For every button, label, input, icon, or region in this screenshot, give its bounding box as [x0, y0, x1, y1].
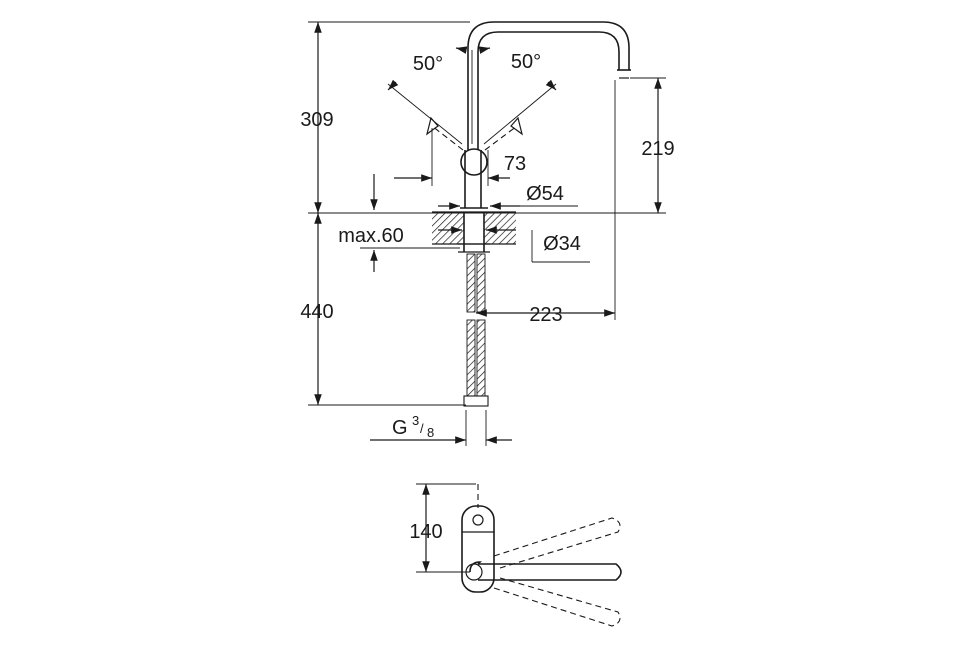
dim-thread-den: 8 [427, 425, 434, 440]
dim-thread-main: G [392, 417, 408, 439]
countertop-section [432, 211, 516, 253]
dim-max-thickness: max.60 [338, 225, 404, 247]
dimension-labels: 309 440 219 223 73 Ø54 Ø34 max.60 50° 50… [300, 51, 674, 543]
faucet-side-view [426, 21, 631, 209]
dim-angle-right: 50° [511, 51, 541, 73]
dim-diameter-base: Ø54 [526, 183, 564, 205]
thread-slash: / [420, 421, 424, 436]
handle-knob [460, 148, 488, 176]
dim-reach: 223 [529, 304, 562, 326]
dim-diameter-hole: Ø34 [543, 233, 581, 255]
dim-height-bottom: 440 [300, 301, 333, 323]
dim-handle-offset: 73 [504, 153, 526, 175]
dim-thread-num: 3 [412, 413, 419, 428]
dim-spout-height: 219 [641, 138, 674, 160]
faucet-top-view [416, 483, 622, 627]
dim-angle-left: 50° [413, 53, 443, 75]
dimension-lines [308, 21, 666, 446]
supply-hoses [463, 253, 489, 407]
dim-height-top: 309 [300, 109, 333, 131]
